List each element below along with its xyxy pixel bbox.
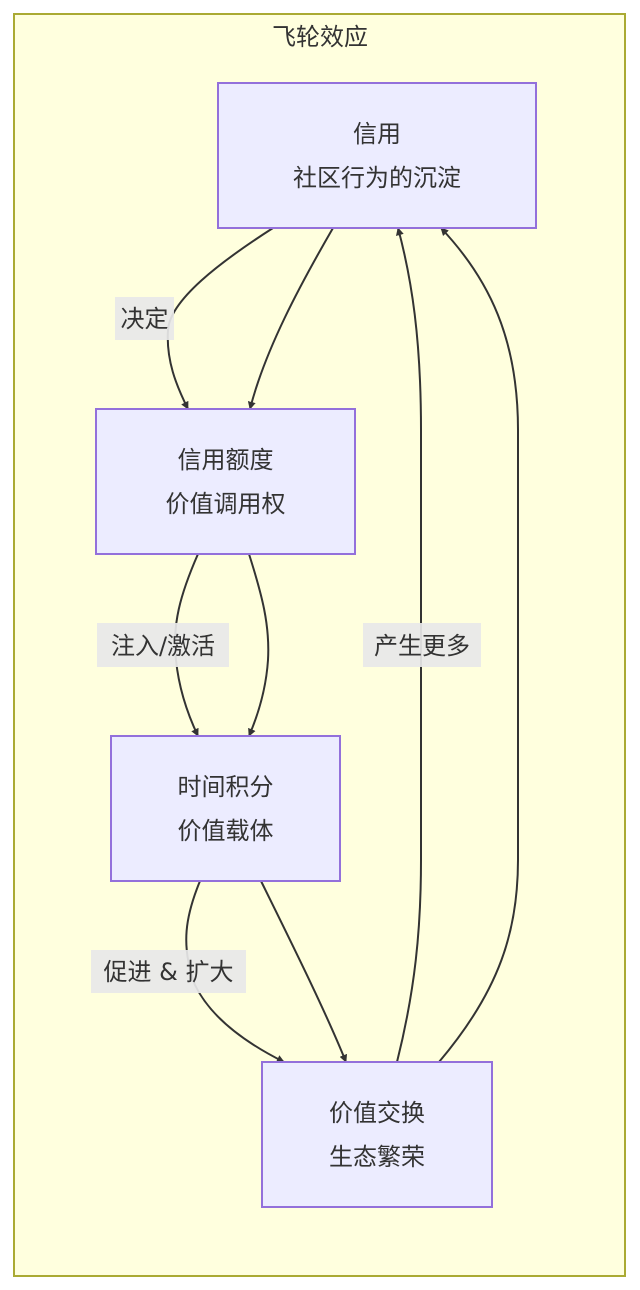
edge-labels: 决定 注入/激活 促进 & 扩大 产生更多 xyxy=(91,297,481,993)
node-subtitle: 价值载体 xyxy=(178,817,274,845)
edge-value-exchange-to-credit xyxy=(438,227,519,1063)
edge-label-text: 注入/激活 xyxy=(111,632,215,660)
edge-label-text: 产生更多 xyxy=(374,632,470,660)
edge-time-points-to-value-exchange xyxy=(260,880,348,1063)
node-subtitle: 价值调用权 xyxy=(166,490,286,518)
node-title: 信用额度 xyxy=(178,446,274,474)
node-subtitle: 社区行为的沉淀 xyxy=(293,164,461,192)
node-title: 时间积分 xyxy=(178,773,274,801)
node-time-points[interactable]: 时间积分 价值载体 xyxy=(110,735,341,882)
edge-label-text: 促进 & 扩大 xyxy=(104,958,234,986)
edge-label-generate-more: 产生更多 xyxy=(363,623,481,667)
node-credit[interactable]: 信用 社区行为的沉淀 xyxy=(217,82,537,229)
node-value-exchange[interactable]: 价值交换 生态繁荣 xyxy=(261,1061,493,1208)
edge-label-text: 决定 xyxy=(121,305,169,333)
node-credit-limit[interactable]: 信用额度 价值调用权 xyxy=(95,408,356,555)
edge-credit-to-credit-limit xyxy=(247,227,334,410)
edge-label-inject-activate: 注入/激活 xyxy=(97,623,229,667)
node-title: 价值交换 xyxy=(329,1099,425,1127)
edge-label-decide: 决定 xyxy=(115,297,174,340)
nodes: 信用 社区行为的沉淀 信用额度 价值调用权 时间积分 价值载体 价值交换 生态繁… xyxy=(95,82,537,1208)
edge-credit-limit-to-time-points xyxy=(248,553,270,737)
edge-label-promote-expand: 促进 & 扩大 xyxy=(91,950,246,993)
cluster-title: 飞轮效应 xyxy=(272,23,368,51)
node-subtitle: 生态繁荣 xyxy=(329,1143,425,1171)
node-title: 信用 xyxy=(353,120,401,148)
